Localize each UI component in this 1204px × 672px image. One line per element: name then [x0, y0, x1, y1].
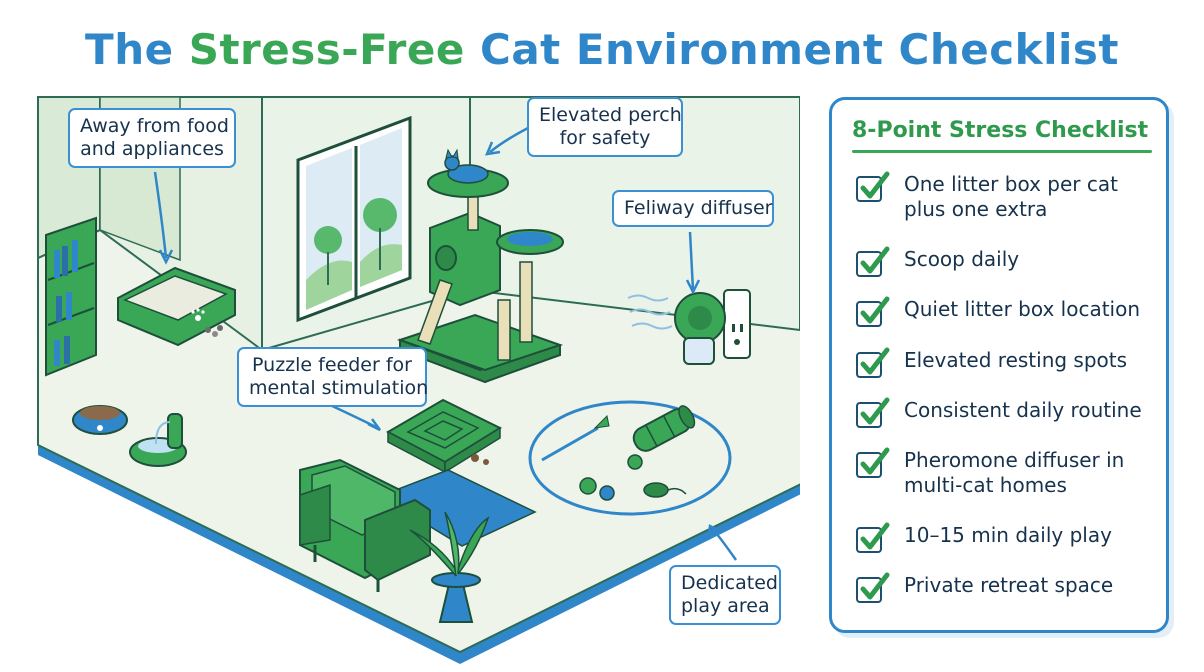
check-icon [860, 347, 890, 375]
checklist-item-label: Scoop daily [904, 247, 1019, 272]
checklist-title: 8-Point Stress Checklist [852, 118, 1149, 143]
checkbox-checked [856, 572, 890, 603]
page-title: The Stress-Free Cat Environment Checklis… [0, 20, 1204, 80]
callout-line: Dedicated [681, 572, 778, 594]
callout-line: Feliway diffuser [624, 197, 773, 219]
checklist-item: Private retreat space [856, 572, 1113, 603]
callout-line: for safety [559, 127, 651, 149]
feliway-diffuser [627, 289, 751, 365]
check-icon [860, 447, 890, 475]
checklist-item-line: One litter box per cat [904, 172, 1118, 196]
litter-box [117, 266, 236, 347]
title-part-2: Stress-Free [188, 25, 465, 74]
outlet-icon [732, 324, 743, 345]
checkbox-checked [856, 522, 890, 553]
checklist-item-line: Consistent daily routine [904, 398, 1142, 422]
check-icon [860, 171, 890, 199]
checklist-item-line: Private retreat space [904, 573, 1114, 597]
window [296, 115, 412, 323]
callout-line: play area [681, 595, 770, 617]
check-icon [860, 522, 890, 550]
checklist-item-line: Elevated resting spots [904, 348, 1128, 372]
checklist-item-line: Quiet litter box location [904, 297, 1141, 321]
check-icon [860, 296, 890, 324]
checklist-title-underline [852, 150, 1152, 153]
puzzle-feeder [385, 398, 503, 474]
checkbox-checked [856, 171, 890, 202]
checkbox-checked [856, 347, 890, 378]
checklist-item-label: Consistent daily routine [904, 398, 1142, 423]
check-icon [860, 572, 890, 600]
arrow-icon [153, 126, 738, 561]
checklist-item-line: multi-cat homes [904, 473, 1067, 497]
checkbox-checked [856, 397, 890, 428]
cat-icon [444, 148, 489, 184]
checklist-item-label: Quiet litter box location [904, 297, 1140, 322]
checkbox-checked [856, 296, 890, 327]
checklist-item-label: Elevated resting spots [904, 348, 1127, 373]
title-part-1: The [85, 25, 189, 74]
cat-tree [396, 148, 564, 384]
callout-litter-location: Away from food and appliances [68, 108, 236, 168]
checklist-item-line: Scoop daily [904, 247, 1020, 271]
checklist-item-line: plus one extra [904, 197, 1048, 221]
checklist-item-line: Pheromone diffuser in [904, 448, 1125, 472]
check-icon [860, 246, 890, 274]
bookshelf [45, 216, 97, 377]
callout-line: Away from food [80, 115, 229, 137]
checklist-item-line: 10–15 min daily play [904, 523, 1112, 547]
checklist-item: Elevated resting spots [856, 347, 1127, 378]
checklist-item: Quiet litter box location [856, 296, 1140, 327]
water-fountain [129, 413, 187, 467]
checkbox-checked [856, 246, 890, 277]
play-area [528, 400, 732, 516]
checklist-panel: 8-Point Stress Checklist One litter box … [829, 97, 1169, 633]
checklist-item: 10–15 min daily play [856, 522, 1112, 553]
room-illustration [37, 95, 800, 664]
callout-perch: Elevated perch for safety [527, 97, 683, 157]
checklist-item-label: Private retreat space [904, 573, 1113, 598]
check-icon [860, 397, 890, 425]
callout-line: and appliances [80, 138, 224, 160]
callout-play-area: Dedicated play area [669, 565, 781, 625]
callout-line: Elevated perch [539, 104, 682, 126]
callout-line: Puzzle feeder for [252, 354, 412, 376]
checklist-item: Scoop daily [856, 246, 1019, 277]
checklist-item: Consistent daily routine [856, 397, 1142, 428]
rug [378, 469, 537, 547]
checklist-item-label: 10–15 min daily play [904, 523, 1112, 548]
callout-diffuser: Feliway diffuser [612, 190, 774, 227]
callout-line: mental stimulation [249, 377, 429, 399]
plant [409, 511, 490, 623]
food-bowl [72, 405, 128, 435]
title-part-3: Cat Environment Checklist [464, 25, 1119, 74]
paw-icon [191, 308, 205, 321]
checkbox-checked [856, 447, 890, 478]
callout-puzzle: Puzzle feeder for mental stimulation [237, 347, 429, 407]
armchair [299, 458, 431, 592]
